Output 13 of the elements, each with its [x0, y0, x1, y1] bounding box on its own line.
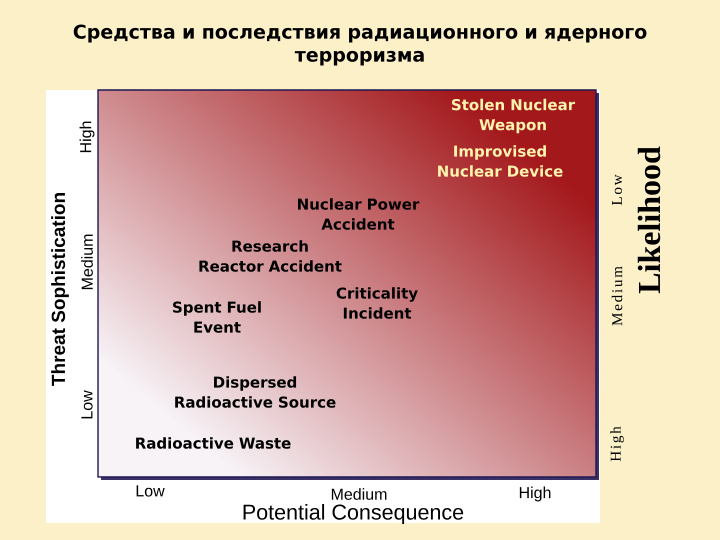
axis-title: Likelihood [638, 146, 660, 294]
tick-label: Low [81, 390, 93, 418]
tick-label: Low [136, 485, 165, 497]
tick-label: High [520, 486, 550, 502]
axis-title: Threat Sophistication [51, 193, 69, 386]
tick-label: High [80, 122, 94, 152]
title: Средства и последствия радиационного и ядерного терроризма [74, 24, 646, 66]
tick-label: Medium [332, 488, 386, 500]
tick-label: Low [612, 174, 622, 206]
axis-title: Potential Consequence [244, 504, 464, 524]
tick-label: Medium [612, 266, 622, 326]
tick-label: High [610, 426, 624, 462]
tick-label: Medium [81, 234, 93, 290]
